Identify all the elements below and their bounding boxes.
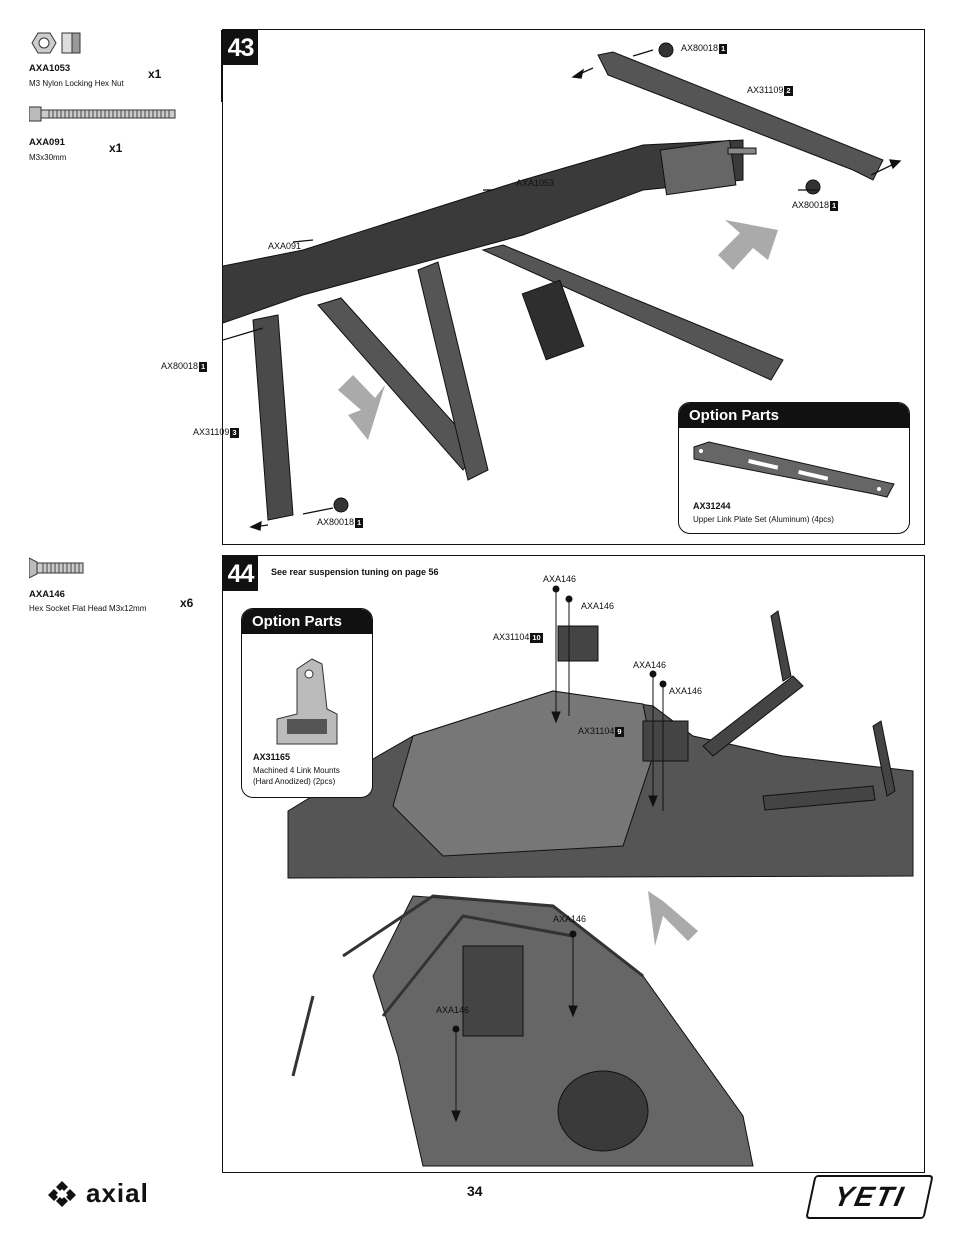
- part-callout: AXA146: [581, 601, 615, 611]
- part-description: M3 Nylon Locking Hex Nut: [29, 79, 124, 88]
- part-quantity: x6: [180, 596, 194, 610]
- hex-nut-icon: [30, 30, 84, 61]
- part-callout: AXA1053: [516, 178, 555, 188]
- option-part-description: Machined 4 Link Mounts: [253, 766, 340, 775]
- yeti-wordmark: YETI: [831, 1181, 909, 1212]
- long-screw-icon: [28, 106, 177, 127]
- part-callout: AXA146: [669, 686, 703, 696]
- rear-axle-illustration: [223, 42, 902, 531]
- flat-head-screw-icon: [28, 557, 85, 584]
- option-parts-title: Option Parts: [242, 609, 372, 634]
- option-parts-title: Option Parts: [679, 403, 909, 428]
- parts-divider: [221, 30, 222, 102]
- part-callout: AXA146: [543, 574, 577, 584]
- option-parts-box: Option Parts AX31244 Upper Link Plate Se…: [678, 402, 910, 534]
- parts-column: AXA1053 M3 Nylon Locking Hex Nut x1: [0, 0, 222, 1170]
- chassis-illustration: [287, 585, 914, 1167]
- part-callout: AXA091: [268, 241, 302, 251]
- part-callout: AXA146: [553, 914, 587, 924]
- option-part-description: (Hard Anodized) (2pcs): [253, 777, 336, 786]
- option-parts-box: Option Parts AX31165 Machined 4 Link Mou…: [241, 608, 373, 798]
- part-description: Hex Socket Flat Head M3x12mm: [29, 604, 147, 613]
- part-quantity: x1: [109, 141, 123, 155]
- part-code: AXA1053: [29, 63, 71, 74]
- step-43-panel: 43: [161, 29, 925, 545]
- option-part-code: AX31244: [693, 501, 731, 511]
- part-description: M3x30mm: [29, 153, 67, 162]
- option-part-description: Upper Link Plate Set (Aluminum) (4pcs): [693, 515, 834, 524]
- link-mount-image: [276, 658, 338, 745]
- option-part-code: AX31165: [253, 752, 291, 762]
- part-code: AXA146: [29, 589, 65, 600]
- link-plate-image: [693, 441, 895, 498]
- part-callout: AXA146: [633, 660, 667, 670]
- part-callout: AXA146: [436, 1005, 470, 1015]
- tuning-note: See rear suspension tuning on page 56: [271, 567, 439, 577]
- axial-logo: axial: [46, 1178, 149, 1209]
- axial-wordmark: axial: [86, 1178, 149, 1208]
- step-44-panel: 44 See rear suspension tuning on page 56: [222, 555, 925, 1173]
- part-code: AXA091: [29, 137, 65, 148]
- step-number: 43: [223, 30, 258, 65]
- yeti-logo: YETI: [805, 1175, 934, 1219]
- page-number: 34: [467, 1183, 483, 1199]
- part-quantity: x1: [148, 67, 162, 81]
- axial-logo-icon: [48, 1180, 76, 1207]
- step-number: 44: [223, 556, 258, 591]
